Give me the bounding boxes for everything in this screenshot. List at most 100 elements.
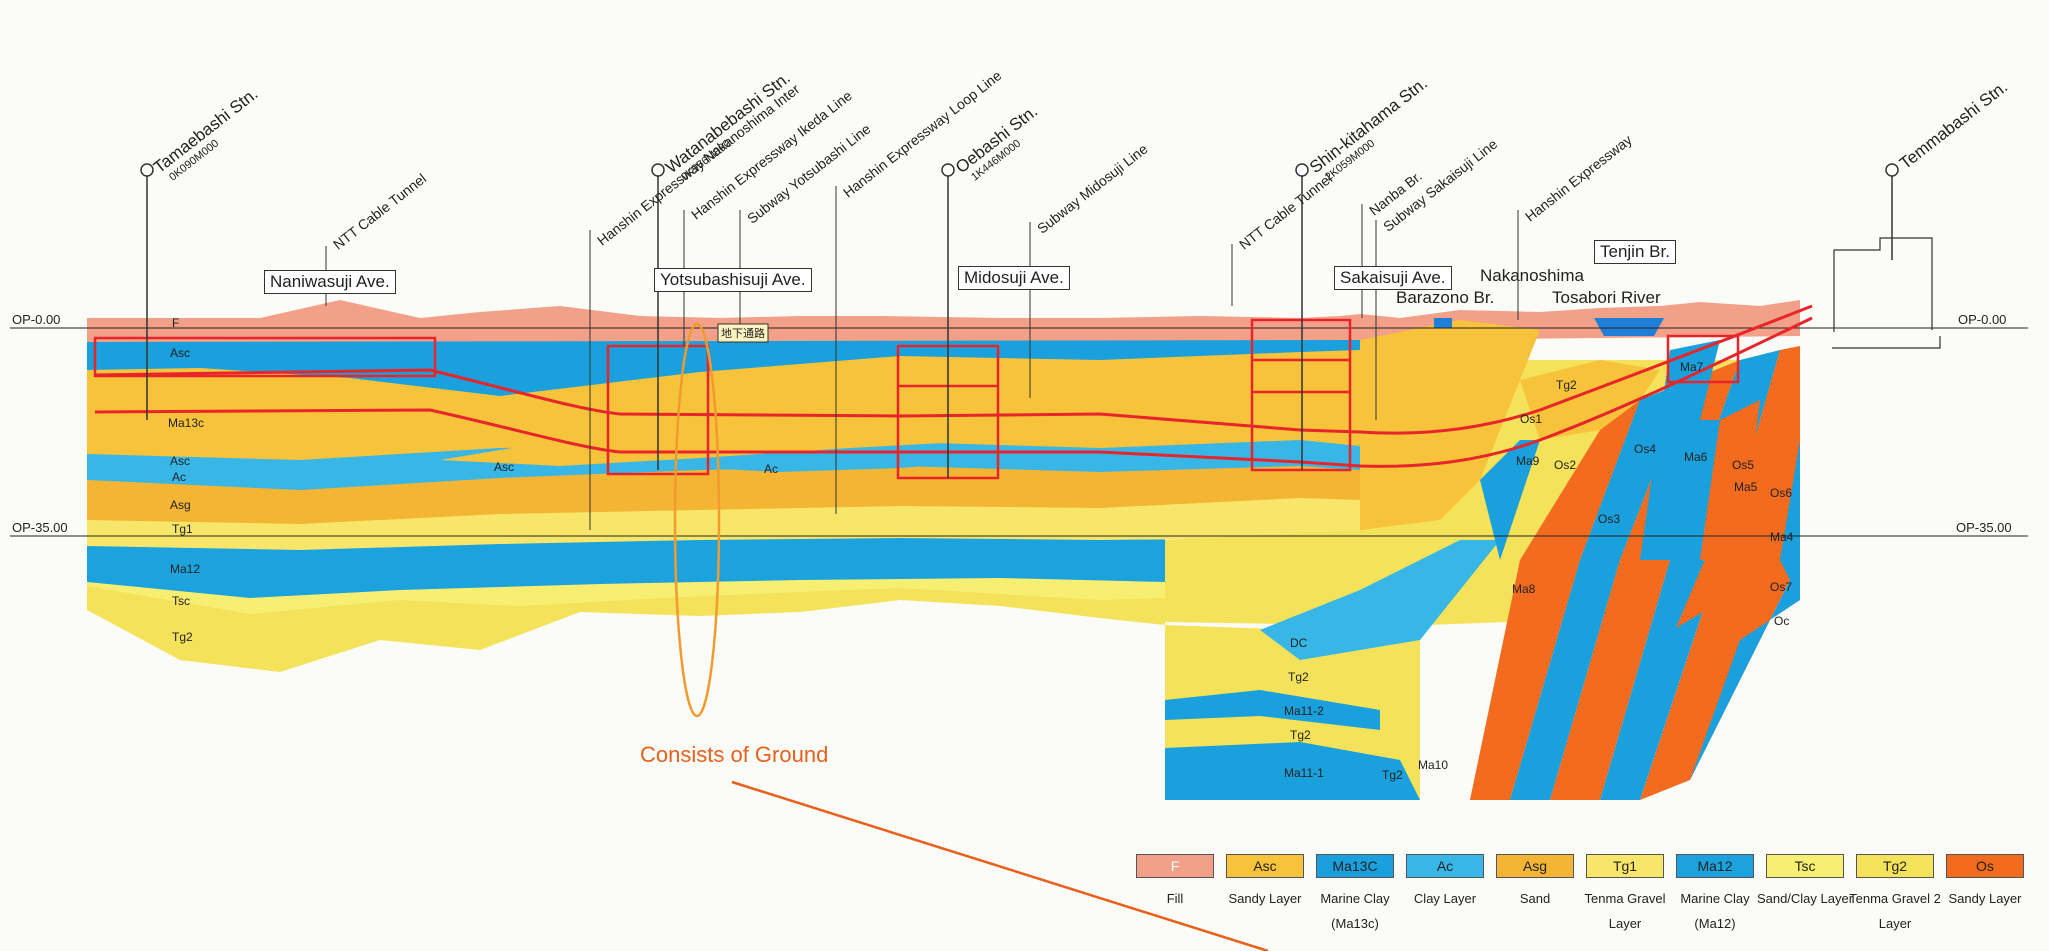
avenue-sakaisuji: Sakaisuji Ave. xyxy=(1334,266,1452,290)
underpass-sign-box xyxy=(717,323,769,343)
layer-label-tg2-deep-2: Tg2 xyxy=(1290,728,1311,742)
legend-swatch-asc: Asc xyxy=(1226,854,1304,878)
stratum-east-ma11-1 xyxy=(1165,742,1420,800)
layer-label-oc: Oc xyxy=(1774,614,1790,628)
legend-swatch-ma12: Ma12 xyxy=(1676,854,1754,878)
temmabashi-building xyxy=(1833,237,1933,332)
layer-label-ma11-2: Ma11-2 xyxy=(1284,704,1324,718)
legend-swatch-ma13c: Ma13C xyxy=(1316,854,1394,878)
legend-caption: Fill xyxy=(1166,891,1184,906)
temmabashi-building-2 xyxy=(1832,336,1941,349)
layer-label-ma5: Ma5 xyxy=(1734,480,1758,494)
pylon-shinkitahama-head xyxy=(1295,163,1309,177)
layer-label-tg2: Tg2 xyxy=(172,630,193,644)
avenue-midosuji: Midosuji Ave. xyxy=(958,266,1070,290)
place-nakanoshima: Nakanoshima xyxy=(1480,266,1584,285)
layer-label-tg1: Tg1 xyxy=(172,522,193,536)
layer-label-tsc: Tsc xyxy=(172,594,190,608)
layer-label-tg2-east: Tg2 xyxy=(1556,378,1577,392)
avenue-naniwasuji: Naniwasuji Ave. xyxy=(264,270,396,294)
stratum-east-ma11-2 xyxy=(1165,690,1380,730)
avenue-yotsubashisuji: Yotsubashisuji Ave. xyxy=(654,268,812,292)
legend-caption: Marine Clay (Ma13c) xyxy=(1320,891,1390,931)
legend-caption: Tenma Gravel Layer xyxy=(1584,891,1666,931)
layer-label-ma12: Ma12 xyxy=(170,562,201,576)
layer-label-ac: Ac xyxy=(172,470,187,484)
layer-label-os1: Os1 xyxy=(1520,412,1543,426)
underpass-sign: 地下通路 xyxy=(721,328,765,340)
place-tosabori-river: Tosabori River xyxy=(1552,288,1661,307)
stratum-os-1 xyxy=(1470,400,1640,800)
note-pointer xyxy=(731,780,1269,951)
legend-swatch-os: Os xyxy=(1946,854,2024,878)
layer-label-tg2-deep-1: Tg2 xyxy=(1288,670,1309,684)
legend-caption: Sandy Layer xyxy=(1948,891,2022,906)
pylon-tamaebashi-head xyxy=(140,163,154,177)
op0-label-right: OP-0.00 xyxy=(1958,312,2007,327)
layer-label-asg: Asg xyxy=(170,498,191,512)
stratum-fill xyxy=(87,300,1800,342)
layer-label-ma10: Ma10 xyxy=(1418,758,1449,772)
place-barazono-br: Barazono Br. xyxy=(1396,288,1495,307)
stratum-ma6 xyxy=(1640,420,1720,560)
legend-swatch-ac: Ac xyxy=(1406,854,1484,878)
op0-label-left: OP-0.00 xyxy=(12,312,61,327)
stratum-ac-lens xyxy=(660,456,980,472)
layer-label-f: F xyxy=(172,316,180,330)
layer-label-os5: Os5 xyxy=(1732,458,1755,472)
stratum-ma-1 xyxy=(1510,380,1690,800)
stratum-ma9 xyxy=(1480,440,1540,560)
tosabori-river xyxy=(1594,318,1664,336)
layer-label-ma11-1: Ma11-1 xyxy=(1284,766,1324,780)
layer-label-ma7: Ma7 xyxy=(1680,360,1704,374)
stratum-ma-3 xyxy=(1690,560,1800,780)
pylon-oebashi-head xyxy=(941,163,955,177)
op35-label-left: OP-35.00 xyxy=(12,520,68,535)
layer-label-ma9: Ma9 xyxy=(1516,454,1540,468)
barazono-pier xyxy=(1434,318,1452,328)
legend-swatch-tsc: Tsc xyxy=(1766,854,1844,878)
layer-label-asc-lens: Asc xyxy=(494,460,515,474)
legend-caption: Sand xyxy=(1519,891,1551,906)
layer-label-ac-lens: Ac xyxy=(764,462,779,476)
ground-ellipse xyxy=(673,322,721,718)
layer-label-os2: Os2 xyxy=(1554,458,1577,472)
legend-caption: Sandy Layer xyxy=(1228,891,1302,906)
layer-label-os7: Os7 xyxy=(1770,580,1793,594)
legend-swatch-tg1: Tg1 xyxy=(1586,854,1664,878)
layer-label-ma4: Ma4 xyxy=(1770,530,1794,544)
tunnel-lower-alignment xyxy=(94,316,1813,468)
layer-label-tg2-deep-3: Tg2 xyxy=(1382,768,1403,782)
stratum-east-dc xyxy=(1260,540,1500,660)
legend-swatch-f: F xyxy=(1136,854,1214,878)
layer-label-ma6: Ma6 xyxy=(1684,450,1708,464)
layer-label-dc: DC xyxy=(1290,636,1308,650)
stratum-ma13c xyxy=(87,330,1360,396)
stratum-os5 xyxy=(1700,400,1760,560)
legend-caption: Sand/Clay Layer xyxy=(1756,891,1854,906)
legend-swatch-asg: Asg xyxy=(1496,854,1574,878)
stratum-ma-4 xyxy=(1780,440,1800,600)
tamaebashi-station-box xyxy=(93,336,437,378)
layer-label-asc-lower: Asc xyxy=(170,454,191,468)
legend-caption: Marine Clay (Ma12) xyxy=(1680,891,1750,931)
stratum-tg2-east xyxy=(1520,360,1660,440)
layer-label-ma8: Ma8 xyxy=(1512,582,1536,596)
tunnel-upper-alignment xyxy=(94,304,1813,435)
temmabashi-shaft xyxy=(1666,334,1740,384)
op35-label-right: OP-35.00 xyxy=(1956,520,2012,535)
layer-label-asc: Asc xyxy=(170,346,191,360)
shinkitahama-station-box xyxy=(1250,318,1352,472)
layer-label-os6: Os6 xyxy=(1770,486,1793,500)
pylon-watanabebashi-head xyxy=(651,163,665,177)
legend-caption: Tenma Gravel 2 Layer xyxy=(1849,891,1941,931)
pylon-temmabashi-head xyxy=(1885,163,1899,177)
layer-label-os3: Os3 xyxy=(1598,512,1621,526)
bridge-tenjin: Tenjin Br. xyxy=(1594,240,1676,264)
layer-label-os4: Os4 xyxy=(1634,442,1657,456)
stratum-sand-east xyxy=(1360,320,1540,530)
legend-caption: Clay Layer xyxy=(1413,891,1477,906)
ground-note: Consists of Ground xyxy=(640,742,829,767)
